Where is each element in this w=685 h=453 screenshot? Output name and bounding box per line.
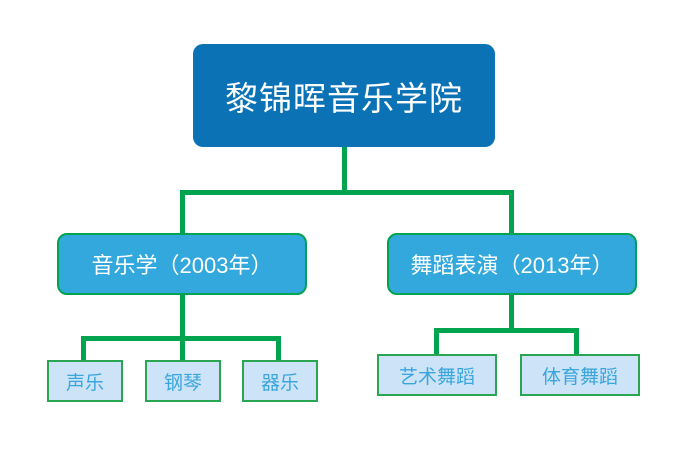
- connector-root-stem: [342, 147, 347, 194]
- node-leaf-shengyue-label: 声乐: [65, 372, 104, 394]
- connector-root-bus: [180, 190, 514, 195]
- node-leaf-tiyuwudao-label: 体育舞蹈: [541, 366, 618, 388]
- connector-branch-1-to-leaf-0: [434, 328, 439, 356]
- node-root-label: 黎锦晖音乐学院: [225, 79, 463, 117]
- node-leaf-tiyuwudao[interactable]: 体育舞蹈: [520, 354, 640, 396]
- node-branch-0[interactable]: 音乐学（2003年）: [57, 233, 307, 295]
- node-leaf-yishuwudao-label: 艺术舞蹈: [398, 366, 475, 388]
- connector-root-to-branch-1: [509, 190, 514, 235]
- node-leaf-shengyue[interactable]: 声乐: [47, 360, 123, 402]
- connector-branch-1-bus: [434, 328, 579, 333]
- connector-branch-1-to-leaf-1: [574, 328, 579, 356]
- node-root[interactable]: 黎锦晖音乐学院: [193, 44, 495, 147]
- node-leaf-qiyue[interactable]: 器乐: [242, 360, 318, 402]
- connector-branch-0-stem: [180, 295, 185, 363]
- node-branch-1[interactable]: 舞蹈表演（2013年）: [387, 233, 637, 295]
- connector-root-to-branch-0: [180, 190, 185, 235]
- node-branch-1-label: 舞蹈表演（2013年）: [410, 253, 614, 278]
- node-leaf-qiyue-label: 器乐: [260, 372, 299, 394]
- connector-branch-0-to-leaf-0: [81, 336, 86, 362]
- node-branch-0-label: 音乐学（2003年）: [91, 253, 273, 278]
- node-leaf-gangqin[interactable]: 钢琴: [145, 360, 221, 402]
- connector-branch-0-to-leaf-2: [276, 336, 281, 362]
- connector-branch-1-stem: [509, 295, 514, 333]
- node-leaf-gangqin-label: 钢琴: [163, 372, 202, 394]
- node-leaf-yishuwudao[interactable]: 艺术舞蹈: [377, 354, 497, 396]
- connector-branch-0-bus: [81, 336, 281, 341]
